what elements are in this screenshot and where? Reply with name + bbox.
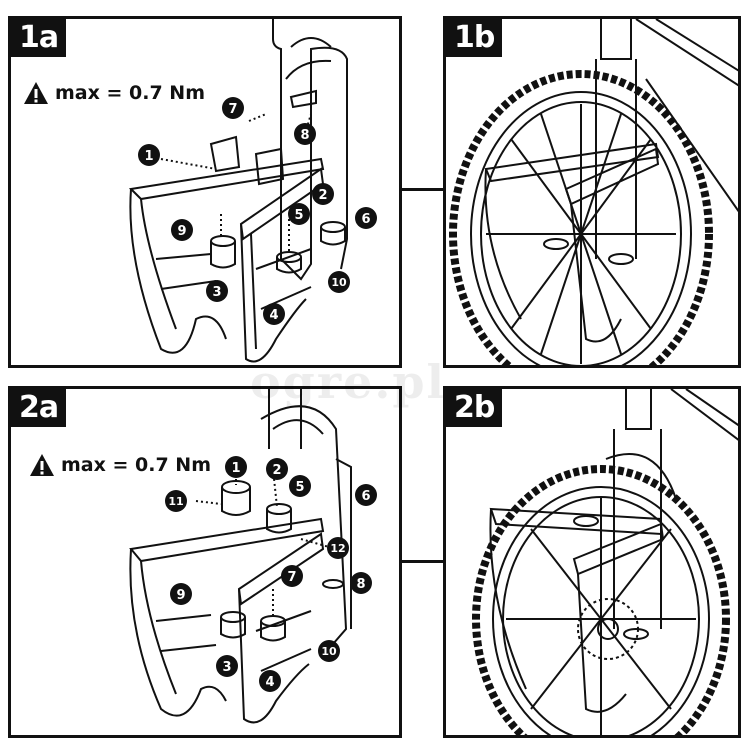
rack-assembly-diagram: 1 2 3 4 5 6 7 8 9 10 11 12: [129, 389, 377, 724]
connector-top: [400, 188, 445, 191]
callout-10: 10: [328, 271, 350, 293]
panel-label: 1a: [11, 19, 67, 57]
rack-assembly-diagram: 1 2 3 4 5 6 7 8 9 10: [128, 19, 377, 363]
callout-8: 8: [294, 123, 316, 145]
svg-text:8: 8: [300, 128, 309, 143]
callout-10: 10: [318, 640, 340, 662]
svg-text:6: 6: [361, 489, 370, 504]
svg-text:5: 5: [295, 480, 304, 495]
svg-text:1: 1: [231, 461, 240, 476]
panel-1a: 1a max = 0.7 Nm: [8, 16, 402, 368]
callout-6: 6: [355, 484, 377, 506]
svg-text:5: 5: [294, 208, 303, 223]
svg-text:9: 9: [176, 588, 185, 603]
svg-text:3: 3: [212, 285, 221, 300]
svg-text:9: 9: [177, 224, 186, 239]
callout-4: 4: [259, 670, 281, 692]
svg-text:12: 12: [330, 542, 345, 555]
svg-text:7: 7: [228, 102, 237, 117]
panel-2a: 2a max = 0.7 Nm: [8, 386, 402, 738]
callout-9: 9: [171, 219, 193, 241]
warning-triangle-icon: [24, 82, 48, 104]
svg-text:10: 10: [331, 276, 347, 289]
svg-text:4: 4: [269, 308, 278, 323]
panel-1b: 1b: [443, 16, 741, 368]
svg-text:10: 10: [321, 645, 337, 658]
callout-3: 3: [206, 280, 228, 302]
svg-text:8: 8: [356, 577, 365, 592]
callout-12: 12: [327, 537, 349, 559]
callout-9: 9: [170, 583, 192, 605]
warning-triangle-icon: [30, 454, 54, 476]
callout-6: 6: [355, 207, 377, 229]
panel-label: 2a: [11, 389, 67, 427]
svg-text:6: 6: [361, 212, 370, 227]
panel-2b: 2b: [443, 386, 741, 738]
torque-note: max = 0.7 Nm: [29, 453, 211, 477]
callout-5: 5: [288, 203, 310, 225]
callout-5: 5: [289, 475, 311, 497]
callout-2: 2: [266, 458, 288, 480]
svg-text:3: 3: [222, 660, 231, 675]
callout-1: 1: [225, 456, 247, 478]
svg-text:2: 2: [272, 463, 281, 478]
svg-text:2: 2: [318, 188, 327, 203]
wheel-with-rack-diagram: [449, 19, 738, 365]
panel-label: 2b: [446, 389, 503, 427]
svg-text:7: 7: [287, 570, 296, 585]
svg-text:11: 11: [168, 495, 183, 508]
torque-note: max = 0.7 Nm: [23, 81, 205, 105]
callout-7: 7: [281, 565, 303, 587]
svg-text:1: 1: [144, 149, 153, 164]
callout-3: 3: [216, 655, 238, 677]
connector-bottom: [400, 560, 445, 563]
watermark-text: ogre.pl: [250, 355, 447, 409]
callout-11: 11: [165, 490, 187, 512]
torque-text: max = 0.7 Nm: [61, 454, 211, 476]
callout-1: 1: [138, 144, 160, 166]
callout-7: 7: [222, 97, 244, 119]
torque-text: max = 0.7 Nm: [55, 82, 205, 104]
callout-2: 2: [312, 183, 334, 205]
panel-label: 1b: [446, 19, 503, 57]
svg-text:4: 4: [265, 675, 274, 690]
callout-4: 4: [263, 303, 285, 325]
wheel-with-rack-and-disc-diagram: [472, 389, 738, 735]
callout-8: 8: [350, 572, 372, 594]
